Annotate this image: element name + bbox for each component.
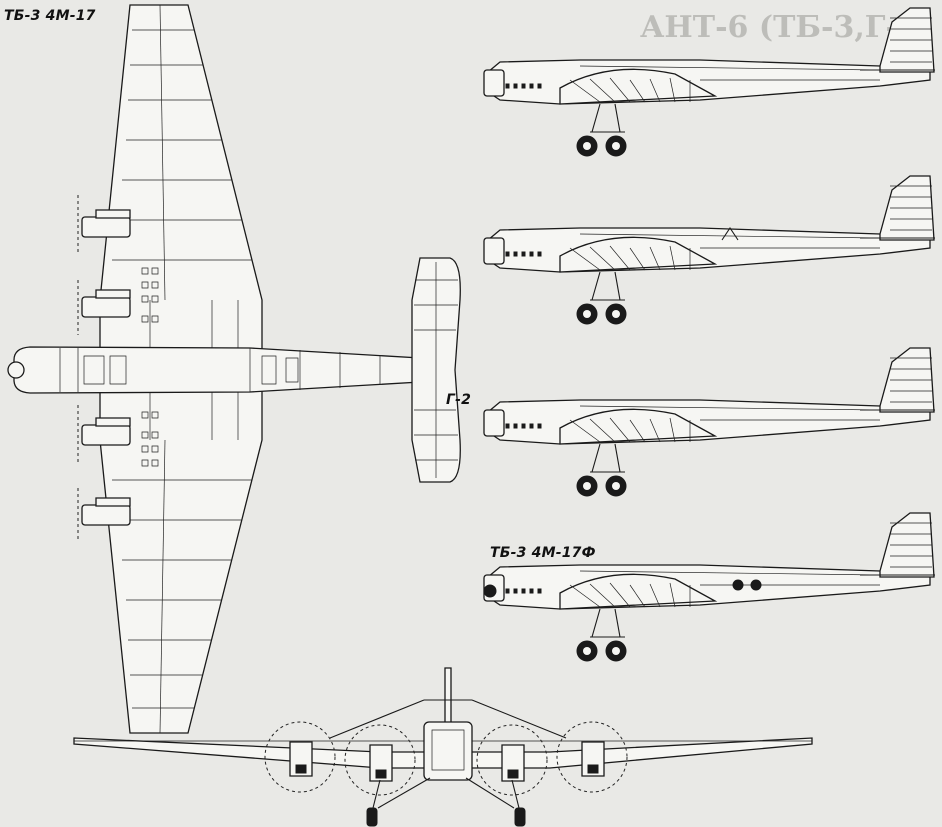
- wing-ribs: [112, 5, 252, 733]
- side-view-1: [484, 8, 935, 156]
- fuselage-frames: [60, 348, 380, 392]
- side-view-4: [484, 513, 935, 661]
- label-variant-4m17f: ТБ-3 4М-17Ф: [490, 545, 596, 561]
- label-top-view: ТБ-3 4М-17: [4, 8, 96, 24]
- front-view: [74, 668, 812, 826]
- front-propeller-discs: [265, 722, 627, 795]
- front-struts: [330, 700, 566, 812]
- side-view-2: [484, 176, 935, 324]
- tail-plane-ribs: [414, 262, 458, 478]
- top-view-engines: [82, 210, 130, 525]
- front-engines: [290, 742, 604, 781]
- background-heading: АНТ-6 (ТБ-3,Г-2): [640, 10, 934, 45]
- label-tail-variant: Г-2: [446, 392, 472, 408]
- wing-hatches: [142, 268, 158, 466]
- fuselage-top: [14, 347, 420, 393]
- side-view-3: [484, 348, 935, 496]
- top-view: [8, 5, 460, 733]
